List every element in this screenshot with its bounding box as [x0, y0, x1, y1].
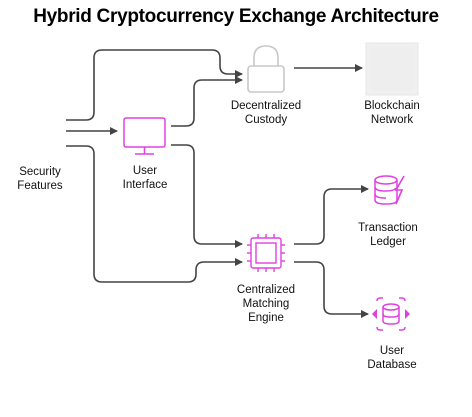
monitor-icon	[123, 117, 166, 155]
node-label-ledger: Transaction Ledger	[343, 221, 433, 249]
cpu-chip-icon	[247, 234, 285, 272]
lock-icon	[247, 45, 285, 93]
node-label-database: User Database	[350, 344, 434, 372]
node-label-blockchain: Blockchain Network	[347, 99, 437, 127]
database-label-line2: Database	[367, 359, 417, 371]
ui-label-line1: User	[132, 165, 158, 177]
custody-label-line1: Decentralized	[230, 100, 302, 112]
edge-matching-to-ledger	[294, 185, 369, 245]
security-label-line1: Security	[19, 166, 61, 178]
blockchain-label-line1: Blockchain	[364, 100, 420, 112]
database-lightning-icon	[374, 175, 405, 205]
edge-ui-to-matching	[171, 144, 243, 248]
ledger-label-line1: Transaction	[358, 222, 418, 234]
node-label-custody: Decentralized Custody	[218, 99, 314, 127]
node-label-user-interface: User Interface	[107, 164, 183, 192]
security-label-line2: Features	[17, 180, 63, 192]
matching-label-line1: Centralized	[236, 284, 296, 296]
custody-label-line2: Custody	[244, 114, 288, 126]
node-label-matching: Centralized Matching Engine	[220, 283, 312, 325]
edge-ui-to-custody	[171, 76, 243, 127]
database-sync-icon	[372, 297, 410, 331]
edge-security-to-custody	[66, 49, 243, 121]
blank-box-icon	[365, 42, 419, 96]
matching-label-line3: Engine	[248, 312, 284, 324]
ledger-label-line2: Ledger	[370, 236, 406, 248]
diagram-title: Hybrid Cryptocurrency Exchange Architect…	[33, 6, 439, 27]
database-label-line1: User	[379, 345, 405, 357]
ui-label-line2: Interface	[122, 179, 168, 191]
matching-label-line2: Matching	[242, 298, 290, 310]
edge-security-to-matching	[66, 145, 243, 283]
edges	[66, 49, 369, 318]
edge-matching-to-database	[294, 261, 369, 318]
node-label-security: Security Features	[10, 165, 70, 193]
blockchain-label-line2: Network	[370, 114, 414, 126]
